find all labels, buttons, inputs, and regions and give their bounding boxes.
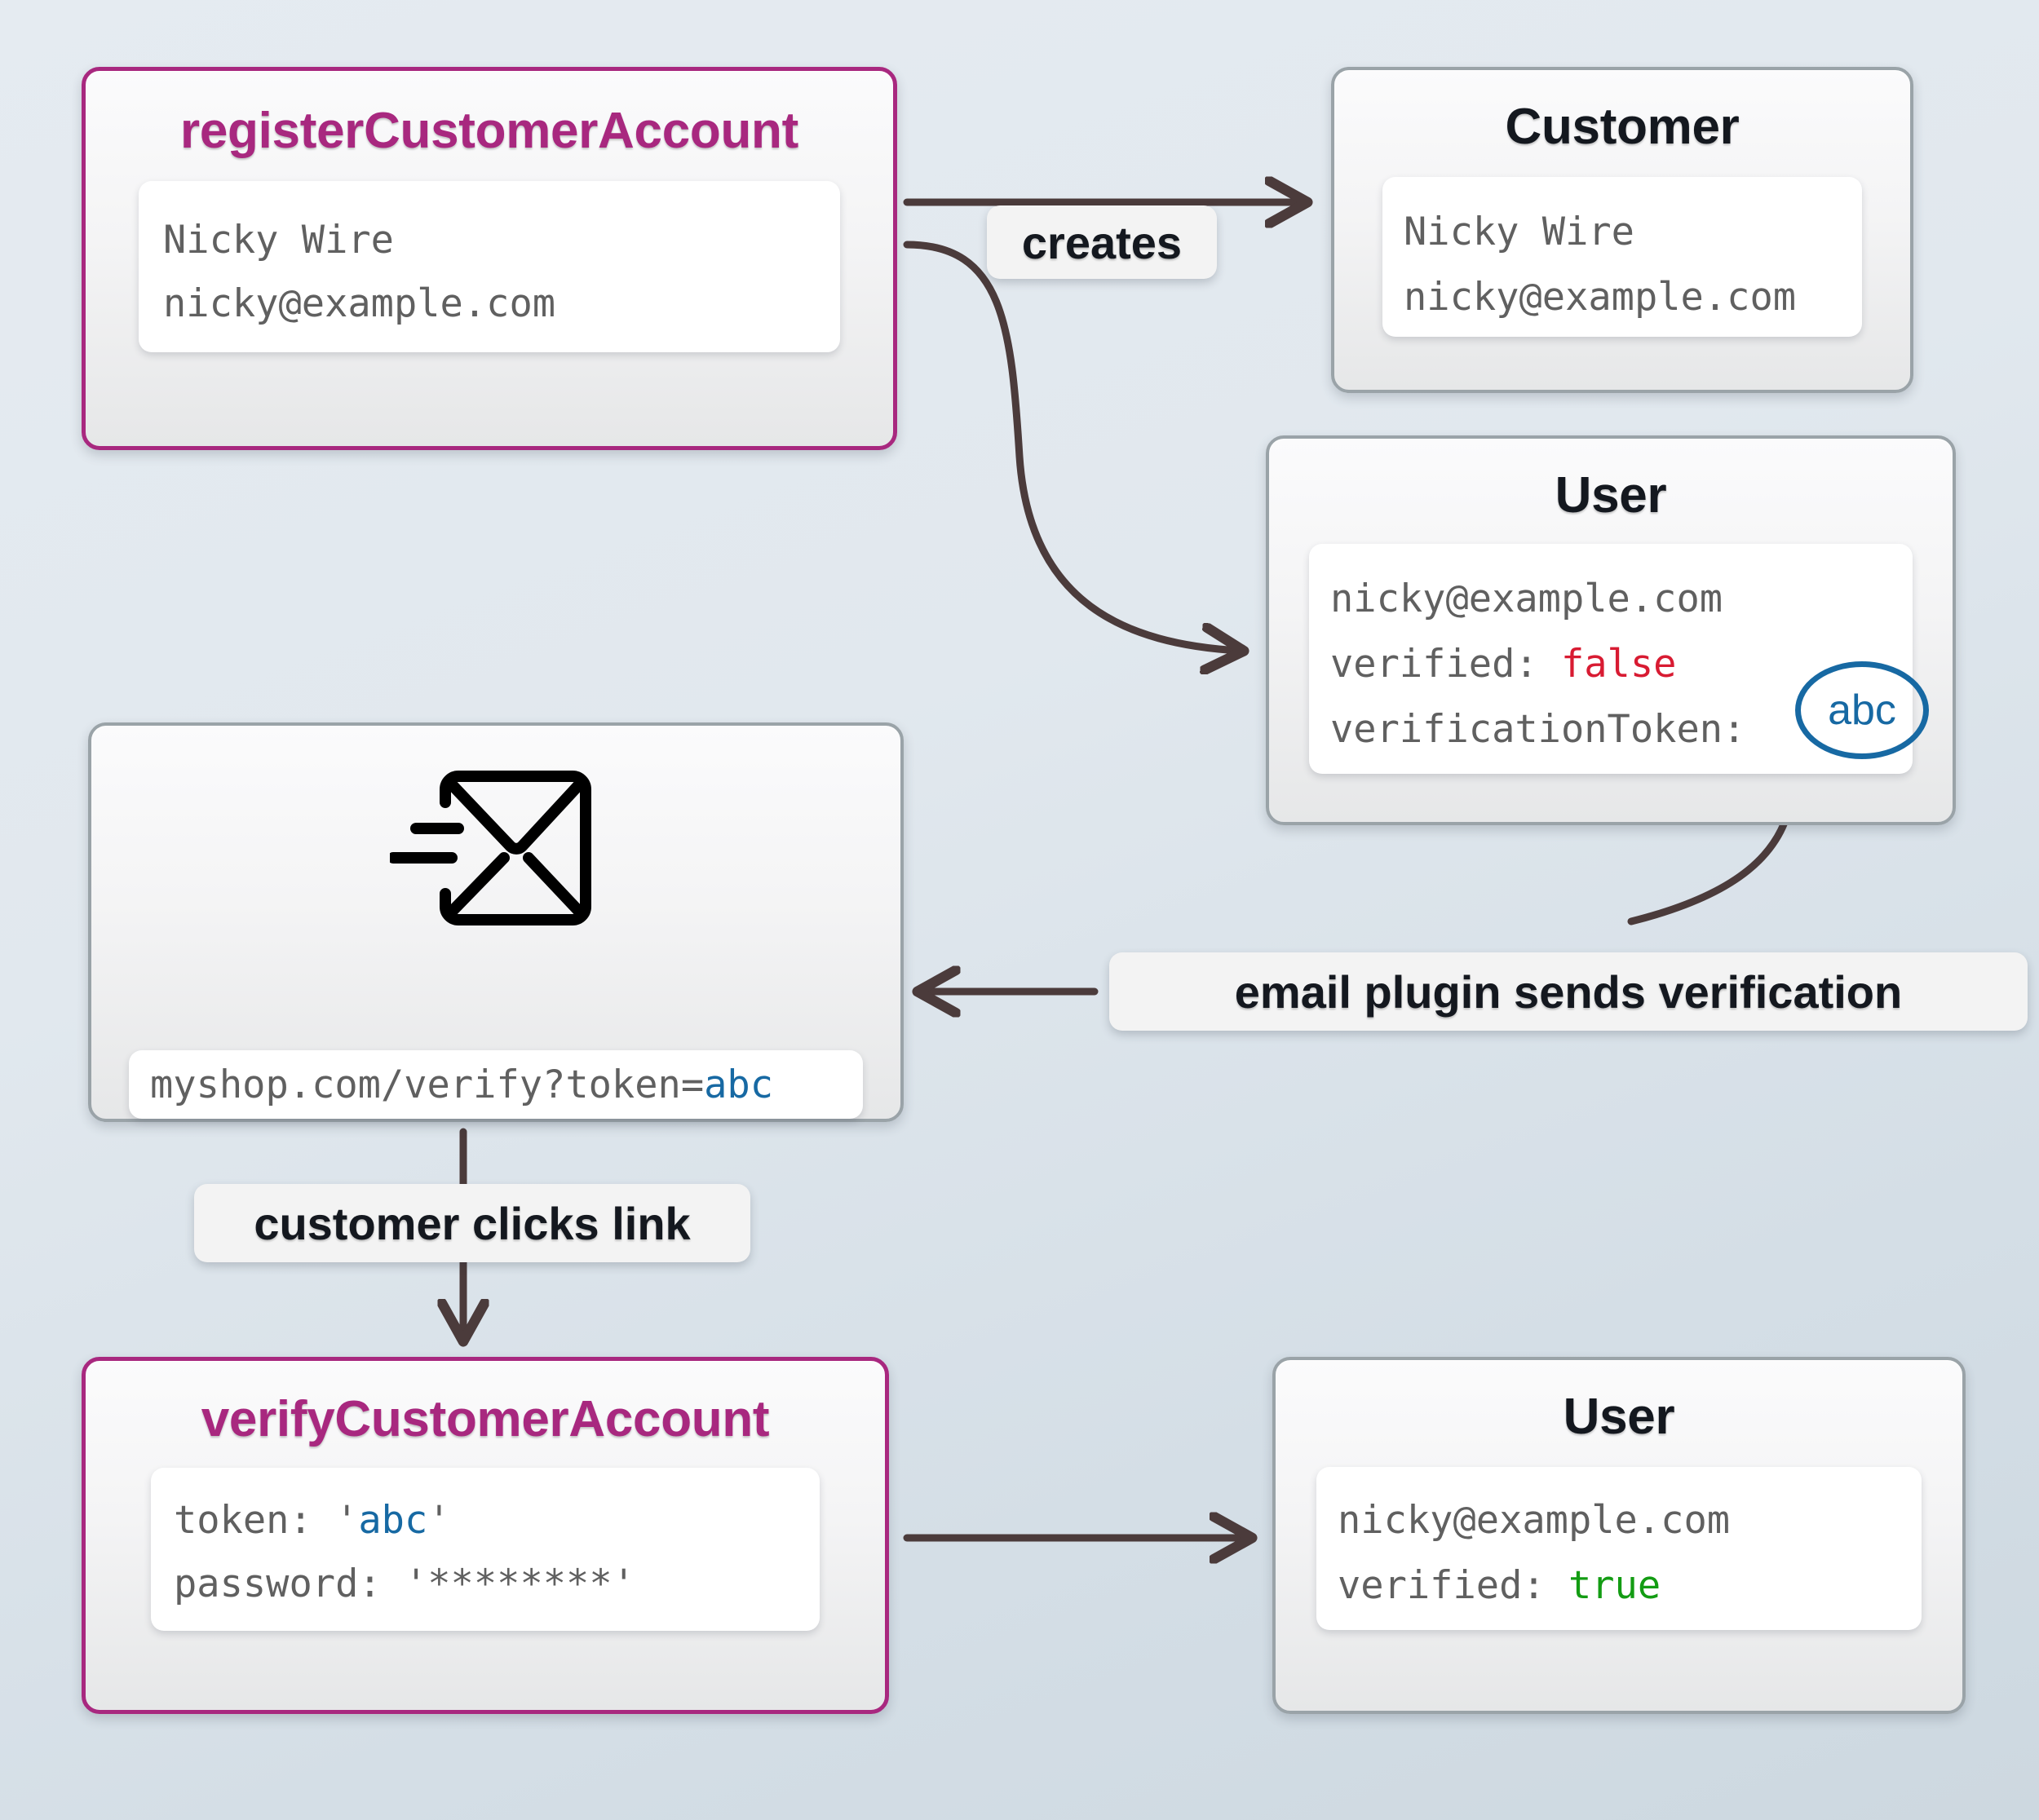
user-verified-payload-panel: nicky@example.com verified: true (1316, 1467, 1922, 1630)
node-title-register: registerCustomerAccount (180, 103, 798, 159)
verification-token-highlight-ellipse: abc (1795, 661, 1929, 759)
verification-token-value: abc (1828, 687, 1896, 734)
verify-token-value: abc (358, 1498, 428, 1543)
verify-password-key: password: (174, 1562, 405, 1606)
verification-token-key: verificationToken: (1330, 707, 1746, 752)
register-line-email: nicky@example.com (163, 281, 556, 326)
user-verified-verified-row: verified: true (1338, 1553, 1900, 1619)
edge-register-to-user (903, 241, 1240, 651)
node-register-customer-account[interactable]: registerCustomerAccount Nicky Wire nicky… (82, 67, 897, 450)
user-unverified-verified-row: verified: false (1330, 632, 1891, 697)
node-title-verify: verifyCustomerAccount (201, 1391, 770, 1447)
verified-value-true: true (1568, 1563, 1661, 1608)
verify-payload-panel: token: 'abc' password: '********' (151, 1468, 820, 1631)
node-verification-email[interactable]: myshop.com/verify?token=abc (88, 722, 904, 1122)
envelope-send-icon (390, 771, 591, 925)
user-unverified-email: nicky@example.com (1330, 576, 1723, 621)
verify-password-value: '********' (404, 1562, 635, 1606)
email-url-prefix: myshop.com/verify?token= (150, 1062, 705, 1107)
node-title-customer: Customer (1505, 99, 1740, 155)
verified-key: verified: (1330, 642, 1561, 687)
verify-token-quote-close: ' (427, 1498, 451, 1543)
register-payload-panel: Nicky Wire nicky@example.com (139, 181, 840, 352)
user-unverified-token-row: verificationToken: (1330, 697, 1891, 762)
node-verify-customer-account[interactable]: verifyCustomerAccount token: 'abc' passw… (82, 1357, 889, 1714)
register-line-name: Nicky Wire (163, 218, 394, 263)
email-link-panel: myshop.com/verify?token=abc (129, 1050, 863, 1119)
customer-line-name: Nicky Wire (1404, 210, 1634, 254)
verify-password-row: password: '********' (174, 1553, 797, 1616)
user-unverified-payload-panel: nicky@example.com verified: false verifi… (1309, 544, 1929, 774)
node-user-unverified[interactable]: User nicky@example.com verified: false v… (1266, 435, 1956, 825)
edge-label-creates: creates (987, 205, 1217, 279)
user-verified-email: nicky@example.com (1338, 1498, 1731, 1543)
verify-token-row: token: 'abc' (174, 1489, 797, 1553)
edge-label-customer-clicks-link: customer clicks link (194, 1184, 750, 1262)
node-customer[interactable]: Customer Nicky Wire nicky@example.com (1331, 67, 1913, 393)
customer-line-email: nicky@example.com (1404, 275, 1797, 320)
email-url-token: abc (704, 1062, 774, 1107)
node-title-user-verified: User (1563, 1389, 1675, 1445)
edge-label-email-plugin-sends-verification: email plugin sends verification (1109, 952, 2028, 1031)
verified-key: verified: (1338, 1563, 1568, 1608)
verified-value-false: false (1560, 642, 1677, 687)
node-user-verified[interactable]: User nicky@example.com verified: true (1272, 1357, 1966, 1714)
customer-payload-panel: Nicky Wire nicky@example.com (1382, 177, 1862, 337)
verify-token-key: token: (174, 1498, 336, 1543)
verify-token-quote-open: ' (335, 1498, 359, 1543)
node-title-user-unverified: User (1555, 467, 1667, 523)
